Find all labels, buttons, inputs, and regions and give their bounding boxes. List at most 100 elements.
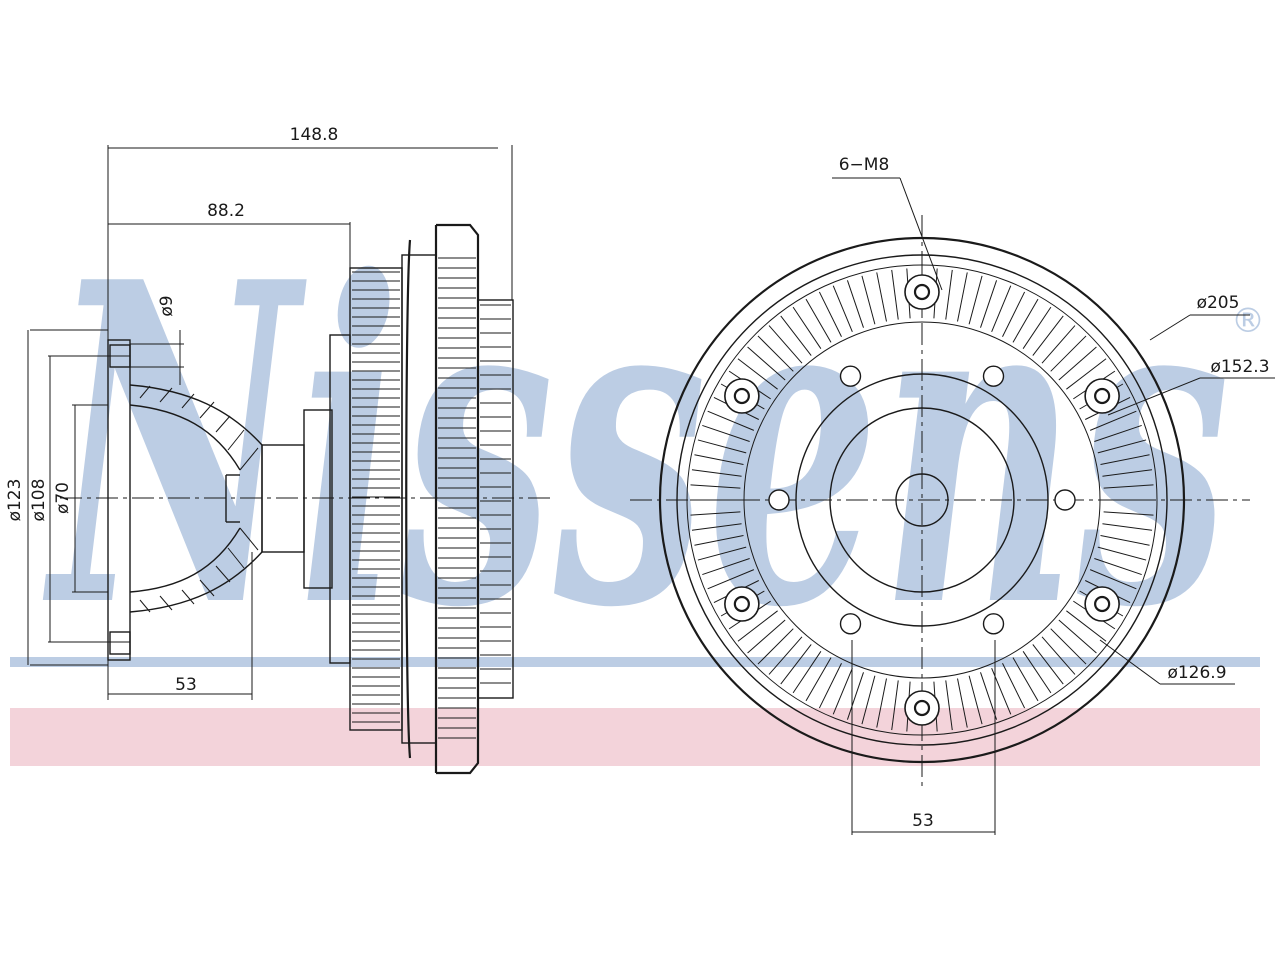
stud-icon bbox=[982, 365, 1005, 387]
radial-fin bbox=[747, 346, 786, 381]
radial-fin bbox=[690, 484, 741, 489]
radial-fin bbox=[1012, 298, 1039, 343]
radial-fin bbox=[1032, 315, 1064, 356]
radial-fin bbox=[846, 280, 864, 328]
stud-icon bbox=[1054, 489, 1076, 511]
bolt-hole-icon bbox=[913, 283, 931, 301]
hub-circle bbox=[795, 373, 1049, 627]
pilot-diameter-label: ø70 bbox=[53, 482, 73, 514]
radial-fin bbox=[945, 680, 953, 731]
radial-fin bbox=[697, 439, 747, 454]
stud-icon bbox=[839, 365, 862, 387]
bolt-head-icon bbox=[904, 274, 940, 310]
radial-fin bbox=[1032, 644, 1064, 685]
radial-fin bbox=[697, 546, 747, 561]
radial-fin bbox=[737, 358, 778, 390]
radial-fin bbox=[757, 335, 794, 372]
radial-fin bbox=[1041, 636, 1076, 675]
radial-fin bbox=[968, 275, 983, 325]
radial-fin bbox=[694, 454, 744, 465]
radial-fin bbox=[691, 469, 742, 477]
radial-fin bbox=[1103, 511, 1154, 516]
radial-fin bbox=[818, 663, 842, 709]
brand-watermark: Nissens ® bbox=[10, 187, 1265, 766]
hub-diameter-label: ø126.9 bbox=[1167, 663, 1226, 683]
radial-fin bbox=[792, 306, 822, 349]
bolt-hole-icon bbox=[913, 699, 931, 717]
radial-fin bbox=[876, 678, 887, 728]
radial-fin bbox=[1066, 610, 1107, 642]
fin-diameter-label: ø152.3 bbox=[1210, 357, 1269, 377]
radial-fin bbox=[1002, 663, 1026, 709]
radial-fin bbox=[861, 675, 876, 725]
radial-fin bbox=[891, 269, 899, 320]
overall-length-label: 148.8 bbox=[290, 125, 339, 145]
radial-fin bbox=[1022, 651, 1052, 694]
radial-fin bbox=[792, 651, 822, 694]
radial-fin bbox=[968, 675, 983, 725]
bolt-hole-icon bbox=[733, 595, 750, 613]
radial-fin bbox=[980, 280, 998, 328]
stud-icon bbox=[768, 489, 790, 511]
flange-diameter-label: ø123 bbox=[5, 479, 25, 522]
bolt-callout-label: 6−M8 bbox=[839, 155, 890, 175]
cone-upper-outer bbox=[129, 384, 263, 446]
inner-studs bbox=[768, 365, 1076, 635]
radial-fin bbox=[1089, 410, 1137, 431]
radial-fin bbox=[747, 619, 786, 654]
watermark-pink-band bbox=[10, 708, 1260, 766]
clutch-fin-stripes bbox=[352, 257, 511, 739]
radial-fin bbox=[691, 523, 742, 531]
radial-fin bbox=[702, 424, 750, 442]
watermark-blue-band bbox=[10, 657, 1260, 667]
center-boss-circle bbox=[895, 473, 949, 527]
radial-fin bbox=[832, 667, 853, 715]
bolt-hole-icon bbox=[1094, 595, 1111, 613]
radial-fin bbox=[757, 628, 794, 665]
radial-fin bbox=[1058, 346, 1097, 381]
registered-mark-icon: ® bbox=[1231, 301, 1265, 341]
radial-fin bbox=[1041, 325, 1076, 364]
mounting-bolts bbox=[724, 274, 1120, 726]
stud-icon bbox=[839, 613, 862, 635]
radial-fin bbox=[832, 285, 853, 333]
flange-offset-label: 53 bbox=[175, 675, 197, 695]
front-dimensions: 6−M8 ø205 ø152.3 ø126.9 53 bbox=[832, 155, 1275, 835]
radial-fin bbox=[1097, 439, 1147, 454]
radial-fin bbox=[876, 272, 887, 322]
hub-length-label: 88.2 bbox=[207, 201, 245, 221]
stud-icon bbox=[982, 613, 1005, 635]
radial-fin bbox=[1050, 335, 1087, 372]
radial-fin bbox=[1102, 523, 1153, 531]
side-dimensions: 148.8 88.2 ø123 ø108 ø70 ø9 53 bbox=[5, 125, 513, 700]
radial-fin bbox=[1066, 358, 1107, 390]
radial-fin bbox=[805, 298, 832, 343]
fin-outer-circle bbox=[686, 264, 1158, 736]
clutch-hub-core bbox=[261, 444, 305, 553]
radial-fin bbox=[1094, 558, 1142, 576]
radial-fin bbox=[1100, 535, 1150, 546]
radial-fin bbox=[1002, 291, 1026, 337]
radial-fin bbox=[780, 644, 812, 685]
radial-fin bbox=[861, 275, 876, 325]
radial-fin bbox=[891, 680, 899, 731]
bolt-head-icon bbox=[1084, 378, 1120, 414]
radial-fin bbox=[805, 657, 832, 702]
bolt-spacing-label: 53 bbox=[912, 811, 934, 831]
bolt-head-icon bbox=[724, 378, 760, 414]
radial-fin bbox=[1050, 628, 1087, 665]
hub-face-square bbox=[829, 407, 1015, 593]
radial-fin bbox=[1097, 546, 1147, 561]
radial-fin bbox=[818, 291, 842, 337]
fin-inner-circle bbox=[743, 321, 1101, 679]
radial-fin bbox=[768, 636, 803, 675]
radial-fin bbox=[1094, 424, 1142, 442]
rim-inner-circle bbox=[676, 254, 1168, 746]
bolt-hole-icon bbox=[1094, 387, 1111, 405]
clutch-body-side bbox=[261, 223, 514, 775]
cone-lower-inner bbox=[129, 527, 241, 593]
radial-fin bbox=[694, 535, 744, 546]
bolt-hole-icon bbox=[733, 387, 750, 405]
side-view: 148.8 88.2 ø123 ø108 ø70 ø9 53 bbox=[5, 125, 555, 775]
